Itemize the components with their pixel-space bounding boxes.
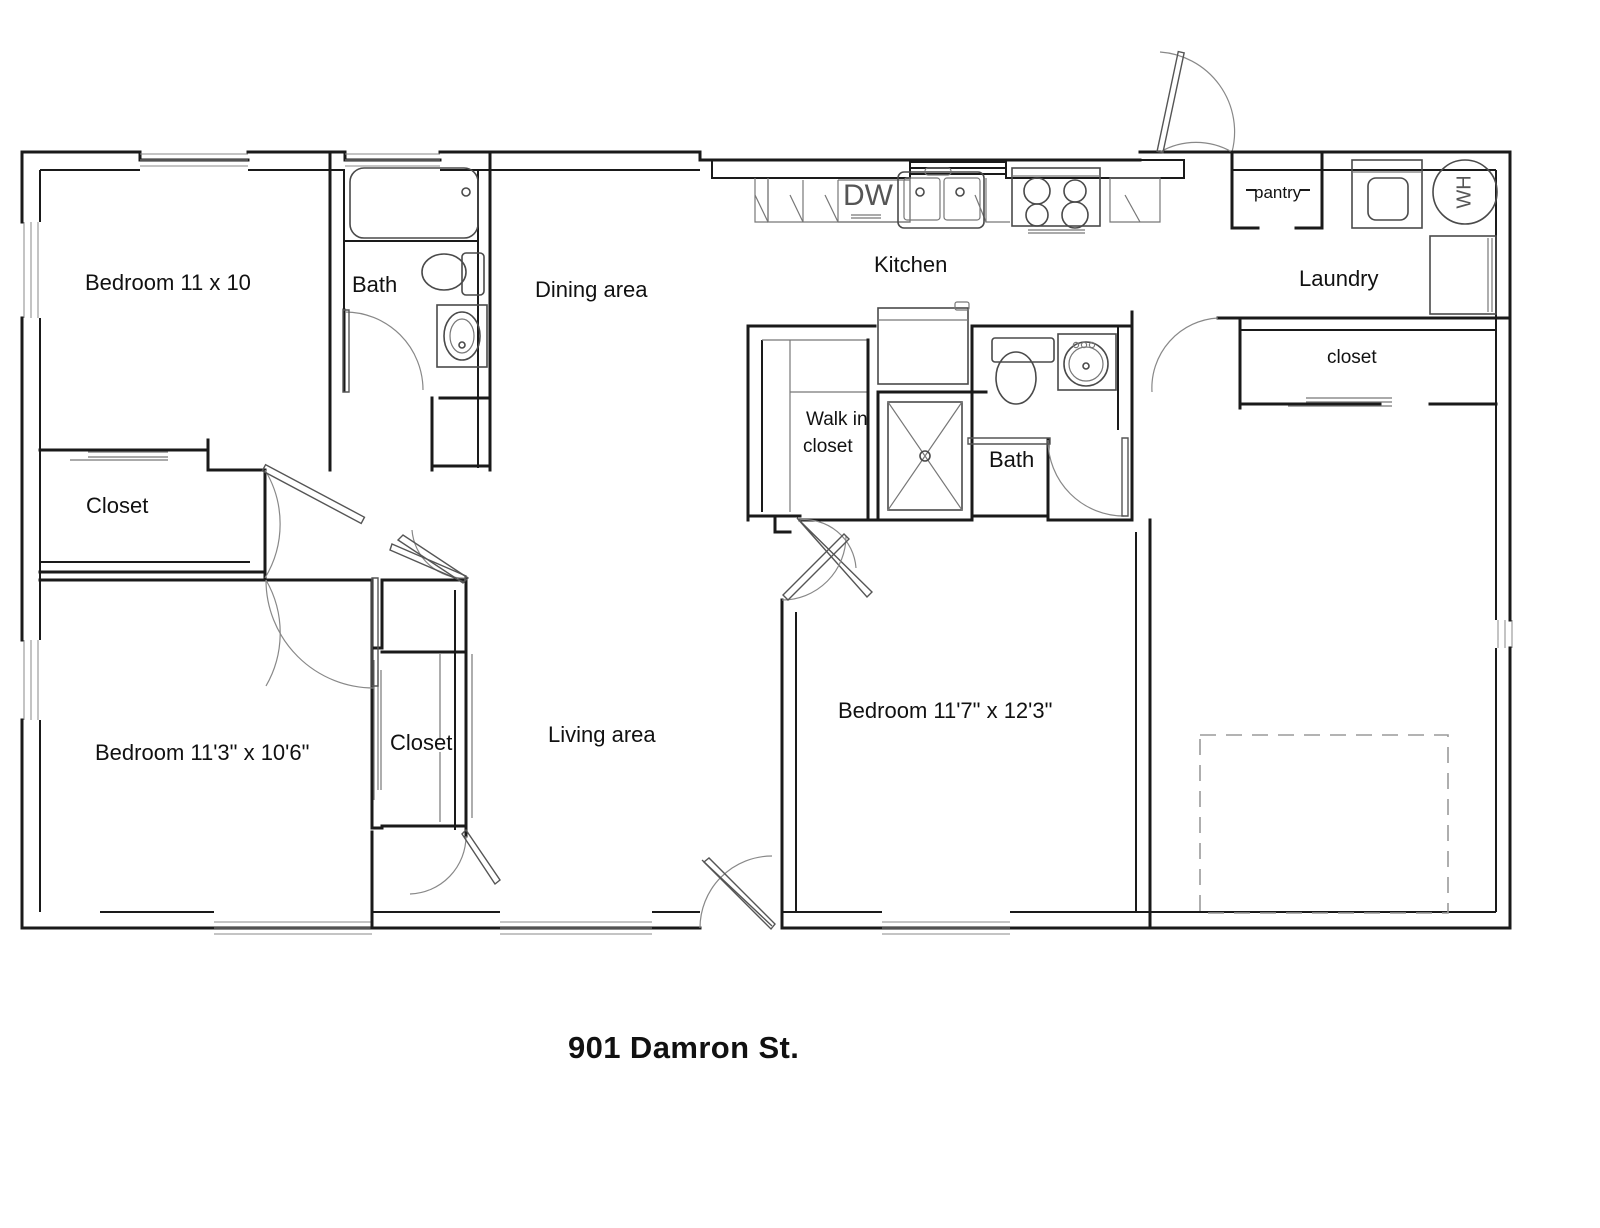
room-label-closet-nw: Closet — [86, 493, 149, 518]
room-label-bath-mid: Bath — [989, 447, 1035, 472]
room-label-bedroom-se: Bedroom 11'7" x 12'3" — [838, 698, 1053, 723]
kitchen-counter — [711, 159, 1185, 223]
room-label-laundry: Laundry — [1299, 266, 1379, 291]
water-heater-label: WH — [1453, 175, 1475, 208]
bathtub-icon — [344, 167, 479, 242]
bath-nw-walls — [342, 150, 492, 472]
window-icon — [23, 153, 1513, 935]
kitchen-sink-icon — [897, 167, 985, 229]
washer-icon — [1057, 333, 1117, 391]
exterior-walls — [20, 150, 1512, 930]
vanity-sink-icon — [436, 304, 488, 368]
door-swing-icon — [389, 529, 470, 584]
dashed-area-outline-icon — [1199, 734, 1449, 914]
room-label-walk-in-closet-line2: closet — [803, 436, 853, 457]
bedroom-nw-walls — [38, 150, 345, 582]
bedroom-se-walls — [780, 518, 1152, 930]
room-label-bedroom-sw: Bedroom 11'3" x 10'6" — [95, 740, 310, 765]
door-swing-icon — [265, 577, 379, 689]
room-label-living: Living area — [548, 722, 656, 747]
closet-ne-walls — [1151, 316, 1512, 410]
shower-stall-icon — [876, 390, 974, 522]
cooktop-range-icon — [1011, 167, 1101, 234]
room-label-dining: Dining area — [535, 277, 648, 302]
door-swing-icon — [796, 517, 873, 599]
bath-mid-walls — [970, 310, 1134, 522]
exterior-wall-inner-face — [39, 169, 1497, 913]
dishwasher-icon: DW — [843, 179, 894, 212]
room-label-closet-ne: closet — [1327, 347, 1377, 368]
water-heater-icon: WH — [1432, 159, 1498, 225]
pantry-walls — [1230, 150, 1324, 230]
door-swing-icon — [342, 309, 424, 393]
toilet-icon — [421, 252, 485, 296]
room-label-kitchen: Kitchen — [874, 252, 948, 277]
door-swing-icon — [261, 463, 366, 579]
room-label-bath-nw: Bath — [352, 272, 398, 297]
page-title: 901 Damron St. — [568, 1030, 800, 1065]
room-label-bedroom-nw: Bedroom 11 x 10 — [85, 270, 251, 295]
refrigerator-icon — [877, 301, 970, 385]
walk-in-closet-walls — [746, 324, 877, 534]
washer-icon — [1351, 159, 1423, 229]
dryer-icon — [1429, 235, 1497, 315]
vanity-sink-icon — [991, 337, 1055, 405]
room-label-closet-sw: Closet — [390, 730, 453, 755]
room-label-pantry: pantry — [1254, 183, 1302, 202]
door-swing-icon — [967, 437, 1129, 517]
room-label-walk-in-closet-line1: Walk in — [806, 409, 868, 430]
door-swing-icon — [1156, 50, 1236, 154]
door-swing-icon — [409, 828, 501, 895]
door-swing-icon — [699, 855, 776, 931]
